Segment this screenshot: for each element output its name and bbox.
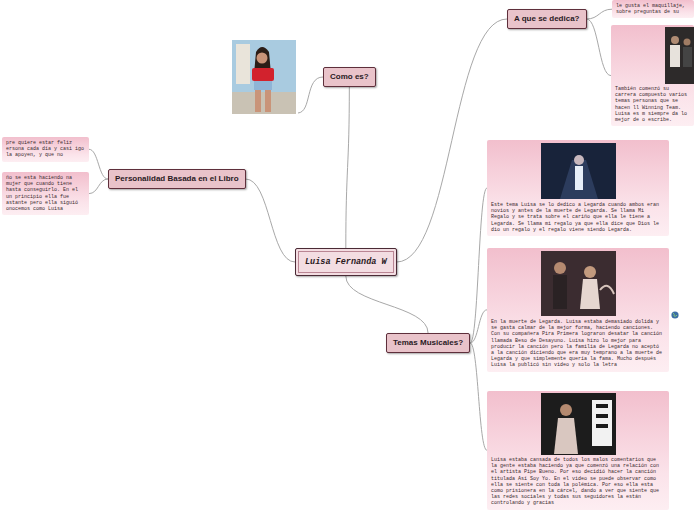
topic-box: Personalidad Basada en el Libro xyxy=(108,169,246,189)
branch-connector xyxy=(346,276,428,333)
topic-label: Luisa Fernanda W xyxy=(305,257,387,267)
branch-connector xyxy=(587,19,612,76)
note-text: También comenzó su carrera compuesto var… xyxy=(615,86,690,123)
branch-connector xyxy=(346,87,350,248)
note-box: Luisa estaba cansada de todos los malos … xyxy=(487,391,669,510)
branch-connector xyxy=(587,9,613,19)
topic-label: Como es? xyxy=(330,72,369,82)
branch-connector xyxy=(470,343,487,450)
note-text: En la muerte de Legarda. Luisa estaba de… xyxy=(491,319,665,369)
note-box: Este tema Luisa se lo dedico a Legarda c… xyxy=(487,140,669,236)
note-box: También comenzó su carrera compuesto var… xyxy=(611,25,694,126)
central-topic: Luisa Fernanda W xyxy=(295,248,397,276)
photo-leader xyxy=(298,77,323,113)
note-text: Luisa estaba cansada de todos los malos … xyxy=(491,457,665,507)
topic-box: Temas Musicales? xyxy=(386,333,470,353)
note-box: ño se esta haciendo na mujer que cuando … xyxy=(2,172,89,215)
note-text: ño se esta haciendo na mujer que cuando … xyxy=(6,175,85,212)
topic-label: Personalidad Basada en el Libro xyxy=(115,174,239,184)
globe-icon xyxy=(671,311,678,318)
branch-connector xyxy=(89,179,108,194)
topic-box: Como es? xyxy=(323,67,376,87)
branch-connector xyxy=(246,179,295,262)
note-box: En la muerte de Legarda. Luisa estaba de… xyxy=(487,248,669,372)
note-text: pre quiere estar feliz ersona cada día y… xyxy=(6,140,85,159)
topic-label: Temas Musicales? xyxy=(393,338,463,348)
branch-connector xyxy=(470,188,487,343)
note-text: le gusta el maquillaje, sobre preguntas … xyxy=(616,3,690,15)
topic-box: A que se dedica? xyxy=(507,9,587,29)
topic-label: A que se dedica? xyxy=(514,14,580,24)
branch-connector xyxy=(470,310,487,343)
note-box: pre quiere estar feliz ersona cada día y… xyxy=(2,137,89,162)
note-text: Este tema Luisa se lo dedico a Legarda c… xyxy=(491,202,665,233)
branch-connector xyxy=(89,149,108,179)
portrait-photo xyxy=(232,40,296,114)
note-box: le gusta el maquillaje, sobre preguntas … xyxy=(612,0,694,18)
